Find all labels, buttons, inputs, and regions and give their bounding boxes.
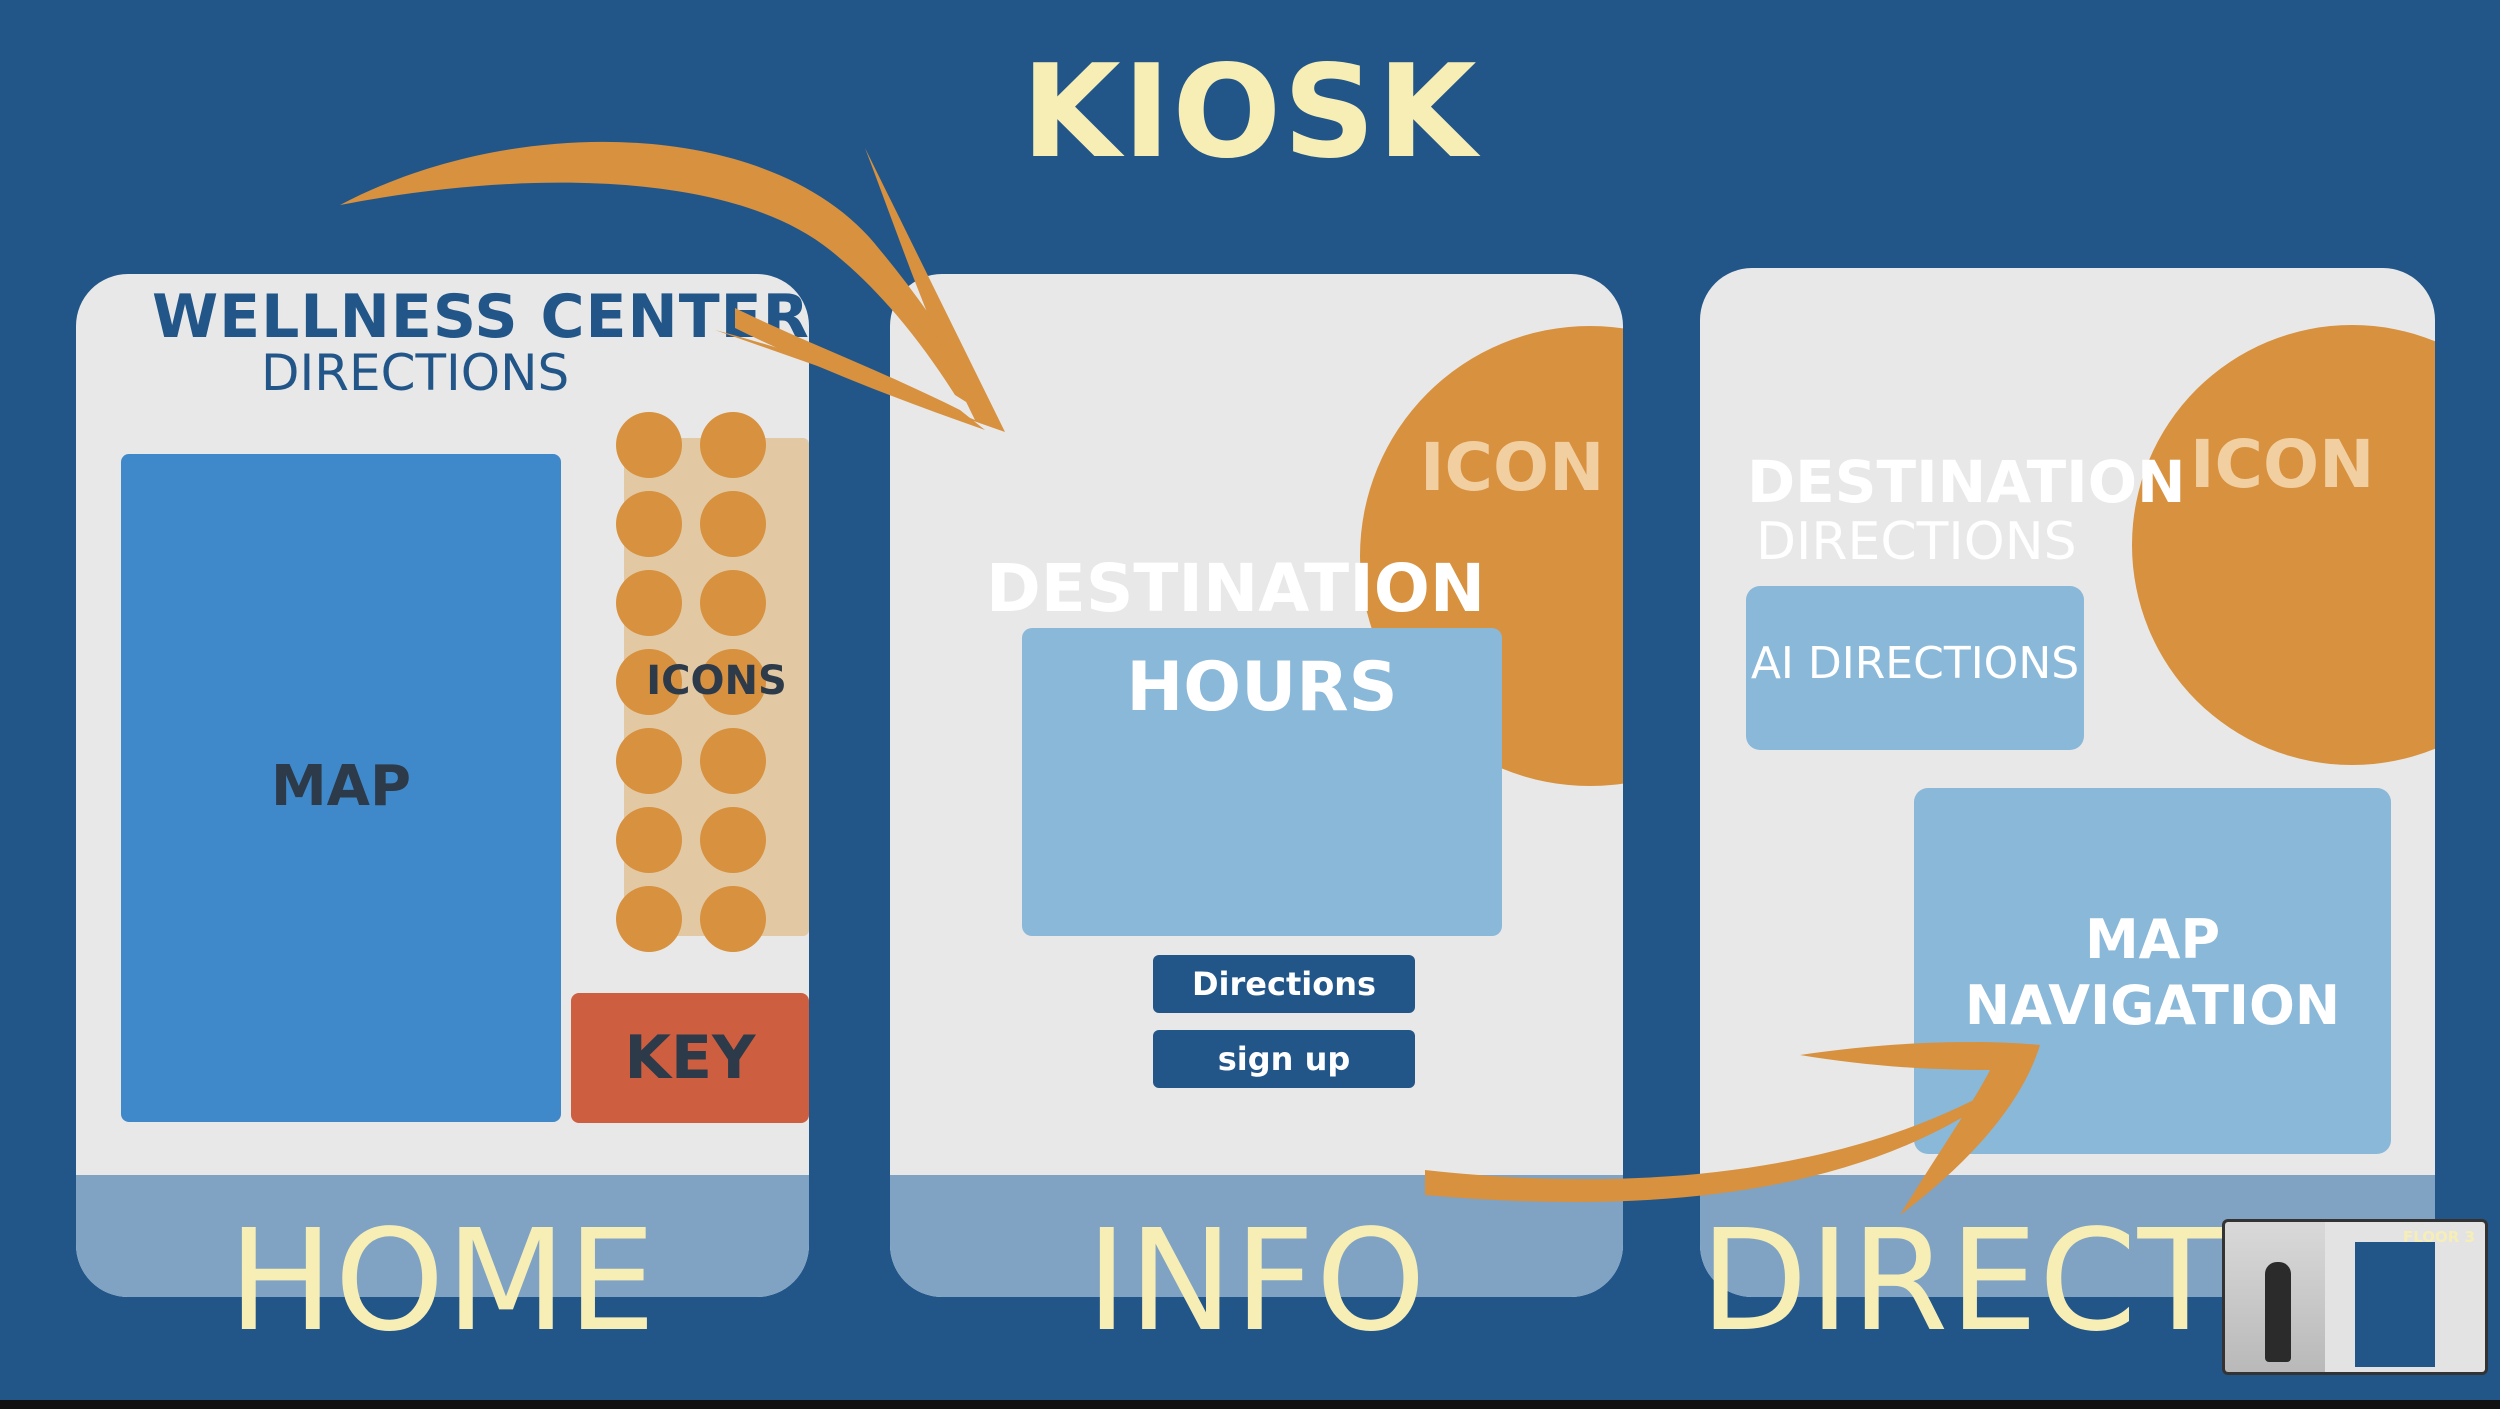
- blue-wall-panel: [2355, 1242, 2435, 1367]
- map-navigation-line2: NAVIGATION: [1964, 974, 2341, 1037]
- icon-dot[interactable]: [616, 886, 682, 952]
- hours-label: HOURS: [1126, 648, 1398, 727]
- info-to-directions-arrow: [1425, 1042, 2040, 1215]
- bottom-edge-strip: [0, 1400, 2500, 1409]
- home-subheading: DIRECTIONS: [261, 344, 570, 402]
- home-label-band: [76, 1175, 809, 1297]
- home-to-info-arrow: [340, 141, 1005, 432]
- info-destination-label: DESTINATION: [986, 550, 1486, 627]
- directions-sub-label: DIRECTIONS: [1756, 512, 2077, 572]
- ai-directions-button[interactable]: AI DIRECTIONS: [1746, 586, 2084, 750]
- icon-dot[interactable]: [616, 491, 682, 557]
- info-icon-label: ICON: [1420, 429, 1605, 506]
- icon-dot[interactable]: [700, 728, 766, 794]
- home-screen: WELLNESS CENTER DIRECTIONS MAP ICONS KEY: [76, 274, 809, 1297]
- icon-dot[interactable]: [616, 728, 682, 794]
- icon-dot[interactable]: [700, 412, 766, 478]
- key-label: KEY: [624, 1023, 756, 1093]
- icon-dot[interactable]: [700, 491, 766, 557]
- map-area[interactable]: MAP: [121, 454, 561, 1122]
- home-heading: WELLNESS CENTER: [152, 282, 809, 352]
- key-button[interactable]: KEY: [571, 993, 809, 1123]
- icon-dot[interactable]: [616, 412, 682, 478]
- sign-up-button[interactable]: sign up: [1153, 1030, 1415, 1088]
- video-thumbnail[interactable]: FLOOR 3: [2222, 1219, 2488, 1375]
- icons-label: ICONS: [646, 658, 787, 704]
- hours-panel: [1022, 628, 1502, 936]
- ai-directions-label: AI DIRECTIONS: [1750, 638, 2080, 689]
- person-figure: [2265, 1262, 2291, 1362]
- info-screen-label: INFO: [1086, 1200, 1427, 1363]
- directions-icon-label: ICON: [2190, 426, 2375, 503]
- map-label: MAP: [270, 754, 412, 819]
- icon-dot[interactable]: [700, 570, 766, 636]
- directions-button[interactable]: Directions: [1153, 955, 1415, 1013]
- home-screen-label: HOME: [228, 1200, 657, 1363]
- icon-dot[interactable]: [700, 807, 766, 873]
- floor-caption: FLOOR 3: [2403, 1228, 2475, 1246]
- map-navigation-line1: MAP: [2084, 908, 2221, 971]
- page-title: KIOSK: [1021, 38, 1479, 187]
- directions-destination-label: DESTINATION: [1747, 448, 2186, 516]
- icon-dot[interactable]: [700, 649, 766, 715]
- icon-dot[interactable]: [616, 570, 682, 636]
- icon-dot[interactable]: [616, 807, 682, 873]
- info-screen: ICON DESTINATION HOURS Directions sign u…: [890, 274, 1623, 1297]
- icon-dot[interactable]: [700, 886, 766, 952]
- directions-screen: ICON DESTINATION DIRECTIONS AI DIRECTION…: [1700, 268, 2435, 1297]
- icon-dot[interactable]: [616, 649, 682, 715]
